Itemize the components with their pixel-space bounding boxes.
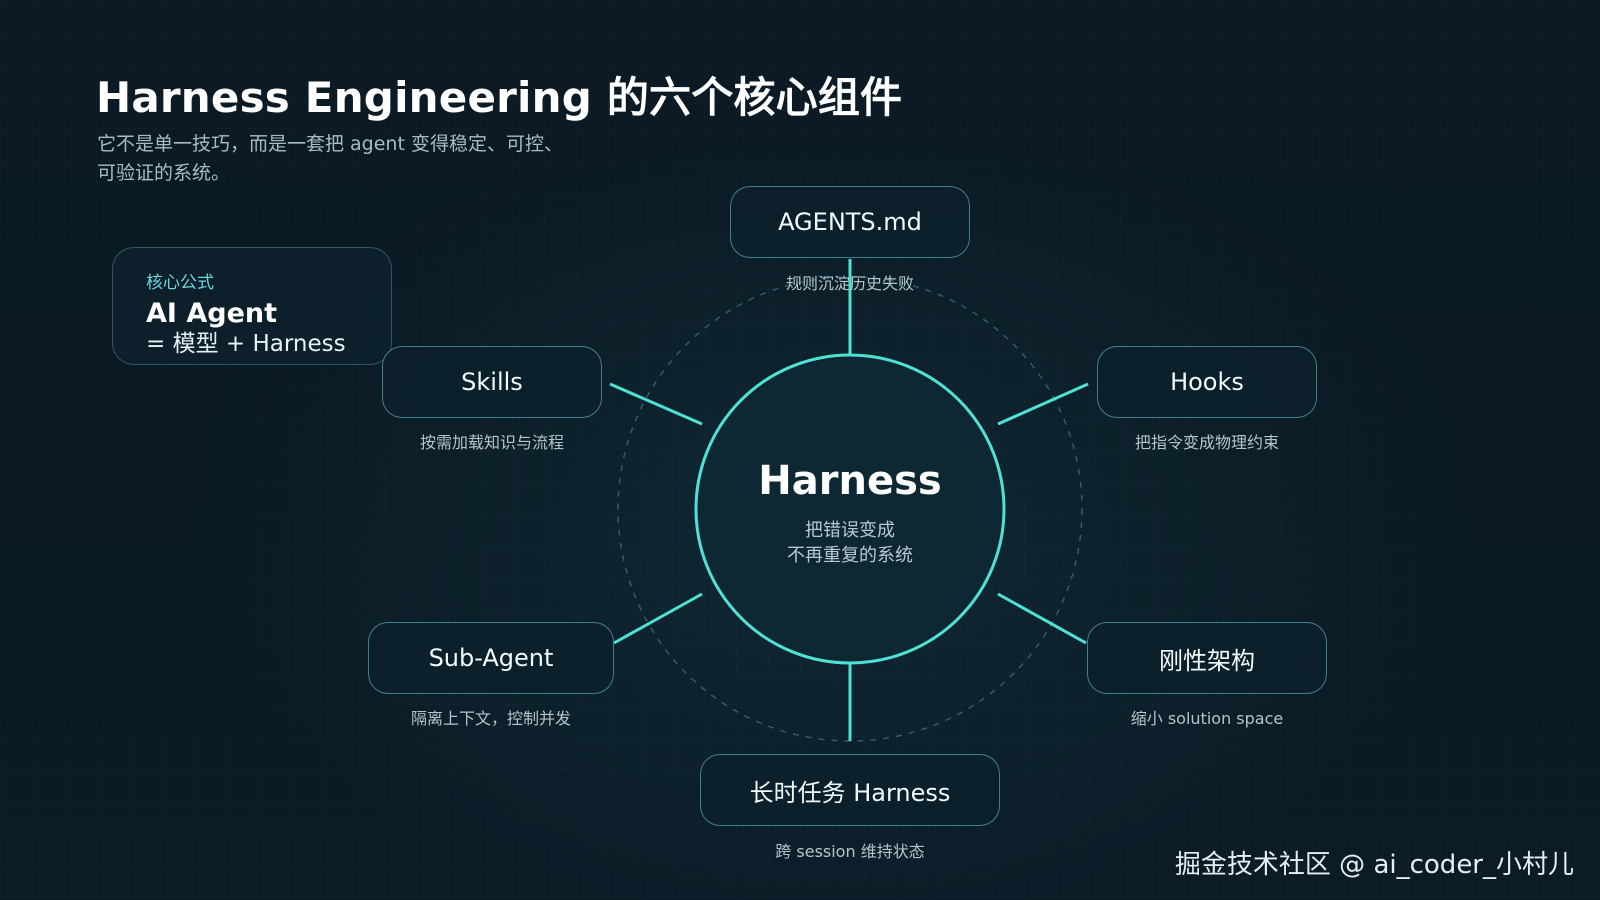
harness-title: Harness <box>758 458 942 504</box>
formula-equation: = 模型 + Harness <box>146 331 346 357</box>
harness-subtitle: 把错误变成不再重复的系统 <box>700 518 1000 568</box>
node-skills-desc: 按需加载知识与流程 <box>419 433 565 452</box>
formula-main: AI Agent <box>146 298 278 329</box>
node-hooks-desc: 把指令变成物理约束 <box>1134 433 1280 452</box>
node-rigid-architecture-desc: 缩小 solution space <box>1130 709 1284 728</box>
harness-subtitle-line-2: 不再重复的系统 <box>787 545 913 566</box>
node-skills[interactable]: Skills <box>382 346 602 418</box>
connector-hooks <box>997 382 1089 426</box>
page-title: Harness Engineering 的六个核心组件 <box>96 73 903 122</box>
node-agents-md[interactable]: AGENTS.md <box>730 186 970 258</box>
page-subtitle: 它不是单一技巧，而是一套把 agent 变得稳定、可控、可验证的系统。 <box>97 130 597 188</box>
subtitle-line-1: 它不是单一技巧，而是一套把 agent 变得稳定、可控、 <box>97 133 563 155</box>
node-sub-agent[interactable]: Sub-Agent <box>368 622 614 694</box>
node-hooks[interactable]: Hooks <box>1097 346 1317 418</box>
node-agents-md-desc: 规则沉淀历史失败 <box>785 274 915 293</box>
watermark: 掘金技术社区 @ ai_coder_小村儿 <box>1174 850 1574 880</box>
node-long-task-harness-desc: 跨 session 维持状态 <box>775 842 925 861</box>
connector-skills <box>609 382 703 426</box>
subtitle-line-2: 可验证的系统。 <box>97 162 231 184</box>
formula-label: 核心公式 <box>146 273 214 293</box>
core-formula-card: 核心公式 AI Agent = 模型 + Harness <box>112 247 392 365</box>
connector-rigid-arch <box>997 592 1087 645</box>
node-long-task-harness[interactable]: 长时任务 Harness <box>700 754 1000 826</box>
connector-sub-agent <box>613 592 703 645</box>
node-sub-agent-desc: 隔离上下文，控制并发 <box>410 709 572 728</box>
harness-core-circle <box>694 353 1006 665</box>
harness-subtitle-line-1: 把错误变成 <box>805 520 895 541</box>
node-rigid-architecture[interactable]: 刚性架构 <box>1087 622 1327 694</box>
